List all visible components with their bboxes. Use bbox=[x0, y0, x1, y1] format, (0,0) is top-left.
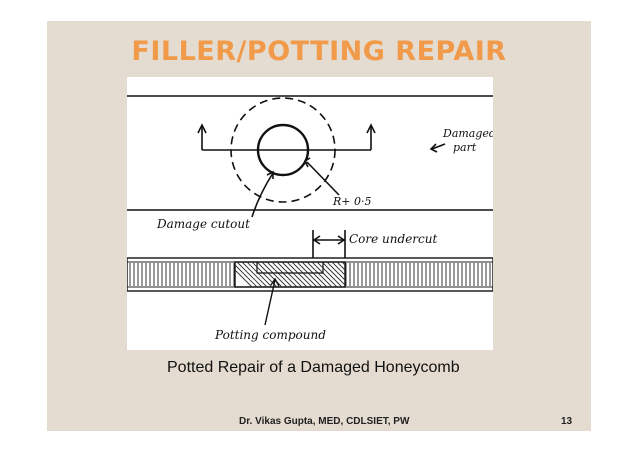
damaged-part-leader-head bbox=[429, 143, 438, 153]
potting-hatch-line bbox=[286, 261, 313, 288]
potting-hatch-line bbox=[236, 261, 263, 288]
label-potting-compound: Potting compound bbox=[214, 328, 326, 342]
section-arrow-right-head bbox=[366, 123, 376, 134]
potting-hatch-line bbox=[336, 261, 346, 271]
slide-title: FILLER/POTTING REPAIR bbox=[131, 36, 507, 67]
figure-caption: Potted Repair of a Damaged Honeycomb bbox=[167, 359, 460, 376]
potting-hatch-line bbox=[276, 261, 303, 288]
plug-outline bbox=[256, 262, 324, 274]
diagram-drawing: Damaged part R+ 0·5 Damage cutout Core u… bbox=[127, 95, 493, 342]
label-core-undercut: Core undercut bbox=[349, 232, 437, 246]
label-damaged-line1: Damaged bbox=[442, 127, 493, 140]
repair-diagram: Damaged part R+ 0·5 Damage cutout Core u… bbox=[127, 77, 493, 350]
damaged-part-leader bbox=[431, 143, 446, 150]
slide: FILLER/POTTING REPAIR bbox=[47, 21, 591, 431]
potting-hatch-line bbox=[271, 261, 298, 288]
label-damage-cutout: Damage cutout bbox=[156, 217, 250, 231]
radius-leader-head bbox=[303, 157, 311, 168]
potting-hatch-line bbox=[266, 261, 293, 288]
potting-hatch-line bbox=[316, 261, 343, 288]
potting-hatch-line bbox=[234, 269, 253, 288]
potting-hatch-line bbox=[326, 261, 346, 281]
footer-author: Dr. Vikas Gupta, MED, CDLSIET, PW bbox=[239, 416, 410, 427]
damage-cutout-leader bbox=[251, 172, 274, 218]
page-number: 13 bbox=[561, 416, 573, 427]
potting-hatch-line bbox=[301, 261, 328, 288]
damage-cutout-leader-head bbox=[266, 170, 274, 179]
potting-hatch-line bbox=[321, 261, 346, 286]
core-undercut-arrow-right bbox=[337, 235, 346, 245]
potting-hatch-line bbox=[246, 261, 273, 288]
potting-hatch-line bbox=[311, 261, 338, 288]
potting-hatch-line bbox=[331, 261, 346, 276]
potting-leader-head bbox=[270, 277, 280, 287]
potting-hatch-line bbox=[306, 261, 333, 288]
label-radius: R+ 0·5 bbox=[332, 195, 372, 208]
potting-hatch-line bbox=[341, 261, 346, 266]
potting-hatch-line bbox=[281, 261, 308, 288]
potting-hatch-line bbox=[291, 261, 318, 288]
core-undercut-arrow-left bbox=[312, 235, 321, 245]
radius-leader bbox=[306, 161, 340, 196]
honeycomb-section bbox=[127, 257, 493, 326]
potting-hatch-line bbox=[241, 261, 268, 288]
potting-hatch-line bbox=[261, 261, 288, 288]
potting-hatch-line bbox=[296, 261, 323, 288]
potting-hatch-line bbox=[234, 264, 258, 288]
potting-leader bbox=[264, 279, 276, 326]
label-damaged-line2: part bbox=[453, 141, 477, 154]
section-arrow-left-head bbox=[197, 123, 207, 134]
